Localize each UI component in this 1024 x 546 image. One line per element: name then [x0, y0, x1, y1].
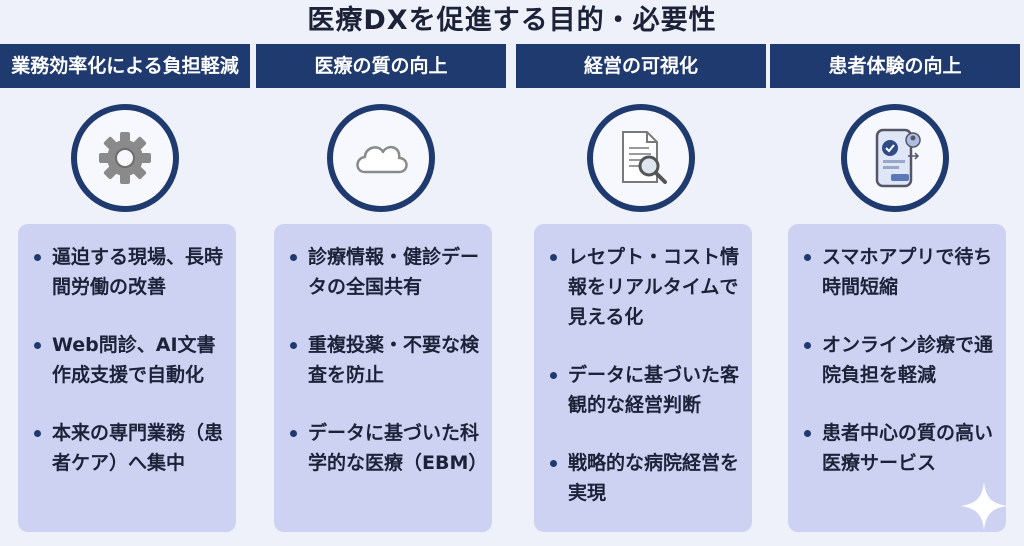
column-efficiency: 業務効率化による負担軽減 逼迫する現場、長時間労働の改善 Web問診、AI文書作…	[0, 44, 250, 544]
bullet-item: 患者中心の質の高い医療サービス	[800, 418, 996, 478]
page-title: 医療DXを促進する目的・必要性	[307, 5, 717, 36]
card: スマホアプリで待ち時間短縮 オンライン診療で通院負担を軽減 患者中心の質の高い医…	[788, 224, 1006, 532]
bullet-item: データに基づいた客観的な経営判断	[546, 360, 742, 420]
bullet-item: 逼迫する現場、長時間労働の改善	[30, 242, 226, 302]
document-search-icon	[622, 131, 667, 184]
bullet-item: データに基づいた科学的な医療（EBM）	[286, 418, 487, 478]
bullet-item: Web問診、AI文書作成支援で自動化	[30, 330, 226, 390]
gear-icon	[99, 132, 151, 184]
icon-circle	[841, 104, 949, 212]
bullet-item: オンライン診療で通院負担を軽減	[800, 330, 996, 390]
column-header: 患者体験の向上	[770, 44, 1020, 88]
column-patient: 患者体験の向上 スマホアプリで待ち時間短縮 オンライン診療で通院負担を軽減 患者…	[770, 44, 1020, 544]
bullet-item: スマホアプリで待ち時間短縮	[800, 242, 996, 302]
column-header: 医療の質の向上	[256, 44, 506, 88]
icon-circle	[587, 104, 695, 212]
column-header: 業務効率化による負担軽減	[0, 44, 250, 88]
icon-circle	[327, 104, 435, 212]
bullet-item: 診療情報・健診データの全国共有	[286, 242, 482, 302]
card: 診療情報・健診データの全国共有 重複投薬・不要な検査を防止 データに基づいた科学…	[274, 224, 492, 532]
sparkle-icon	[960, 482, 1008, 530]
card: 逼迫する現場、長時間労働の改善 Web問診、AI文書作成支援で自動化 本来の専門…	[18, 224, 236, 532]
cloud-icon	[356, 145, 408, 174]
bullet-item: 戦略的な病院経営を実現	[546, 448, 742, 508]
smartphone-app-icon	[875, 128, 921, 188]
card: レセプト・コスト情報をリアルタイムで見える化 データに基づいた客観的な経営判断 …	[534, 224, 752, 532]
bullet-item: 本来の専門業務（患者ケア）へ集中	[30, 418, 226, 478]
bullet-item: 重複投薬・不要な検査を防止	[286, 330, 482, 390]
column-header: 経営の可視化	[516, 44, 766, 88]
column-management: 経営の可視化 レセプト・コスト情報をリアルタイムで見える化 データに基づいた客観…	[516, 44, 766, 544]
column-quality: 医療の質の向上 診療情報・健診データの全国共有 重複投薬・不要な検査を防止 デー…	[256, 44, 506, 544]
icon-circle	[71, 104, 179, 212]
bullet-item: レセプト・コスト情報をリアルタイムで見える化	[546, 242, 742, 332]
